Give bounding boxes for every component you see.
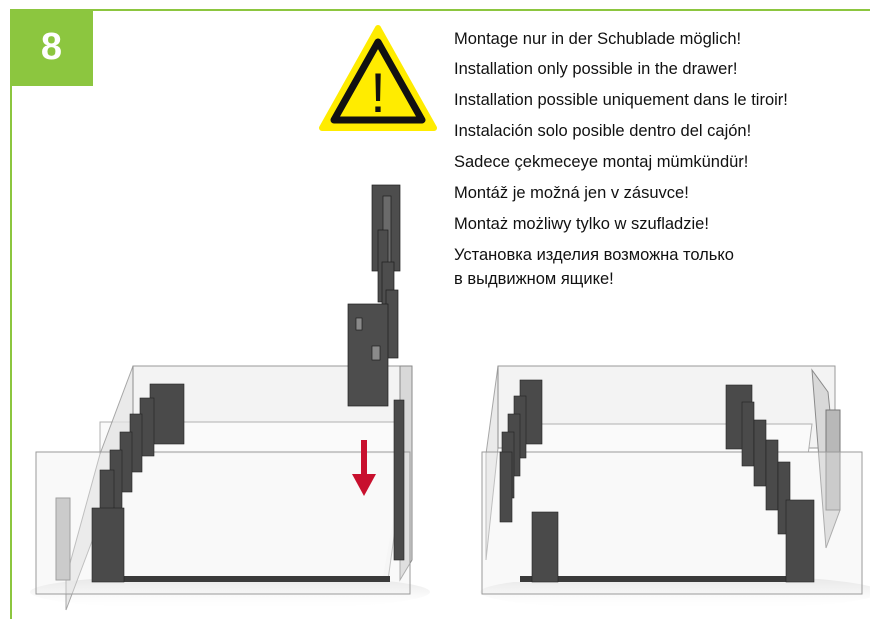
note-line-fr: Installation possible uniquement dans le… <box>454 91 788 109</box>
warning-triangle-icon: ! <box>319 25 437 131</box>
warning-glyph: ! <box>370 61 386 124</box>
step-number-badge: 8 <box>10 9 93 86</box>
note-line-pl: Montaż możliwy tylko w szufladzie! <box>454 215 709 233</box>
note-line-tr: Sadece çekmeceye montaj mümkündür! <box>454 153 749 171</box>
installation-notes: Montage nur in der Schublade möglich! In… <box>454 27 864 291</box>
down-arrow-icon <box>352 440 376 496</box>
note-line-de: Montage nur in der Schublade möglich! <box>454 30 742 48</box>
frame-top-border <box>10 9 870 11</box>
floating-divider-assembly <box>347 184 401 407</box>
drawer-installed-illustration <box>480 365 870 610</box>
note-line-es: Instalación solo posible dentro del cajó… <box>454 122 752 140</box>
drawer-insertion-illustration <box>30 365 430 611</box>
frame-left-border <box>10 9 12 619</box>
note-line-ru-cont: в выдвижном ящике! <box>454 270 614 288</box>
note-line-ru: Установка изделия возможна только <box>454 246 734 264</box>
note-line-cs: Montáž je možná jen v zásuvce! <box>454 184 689 202</box>
note-line-en: Installation only possible in the drawer… <box>454 60 738 78</box>
